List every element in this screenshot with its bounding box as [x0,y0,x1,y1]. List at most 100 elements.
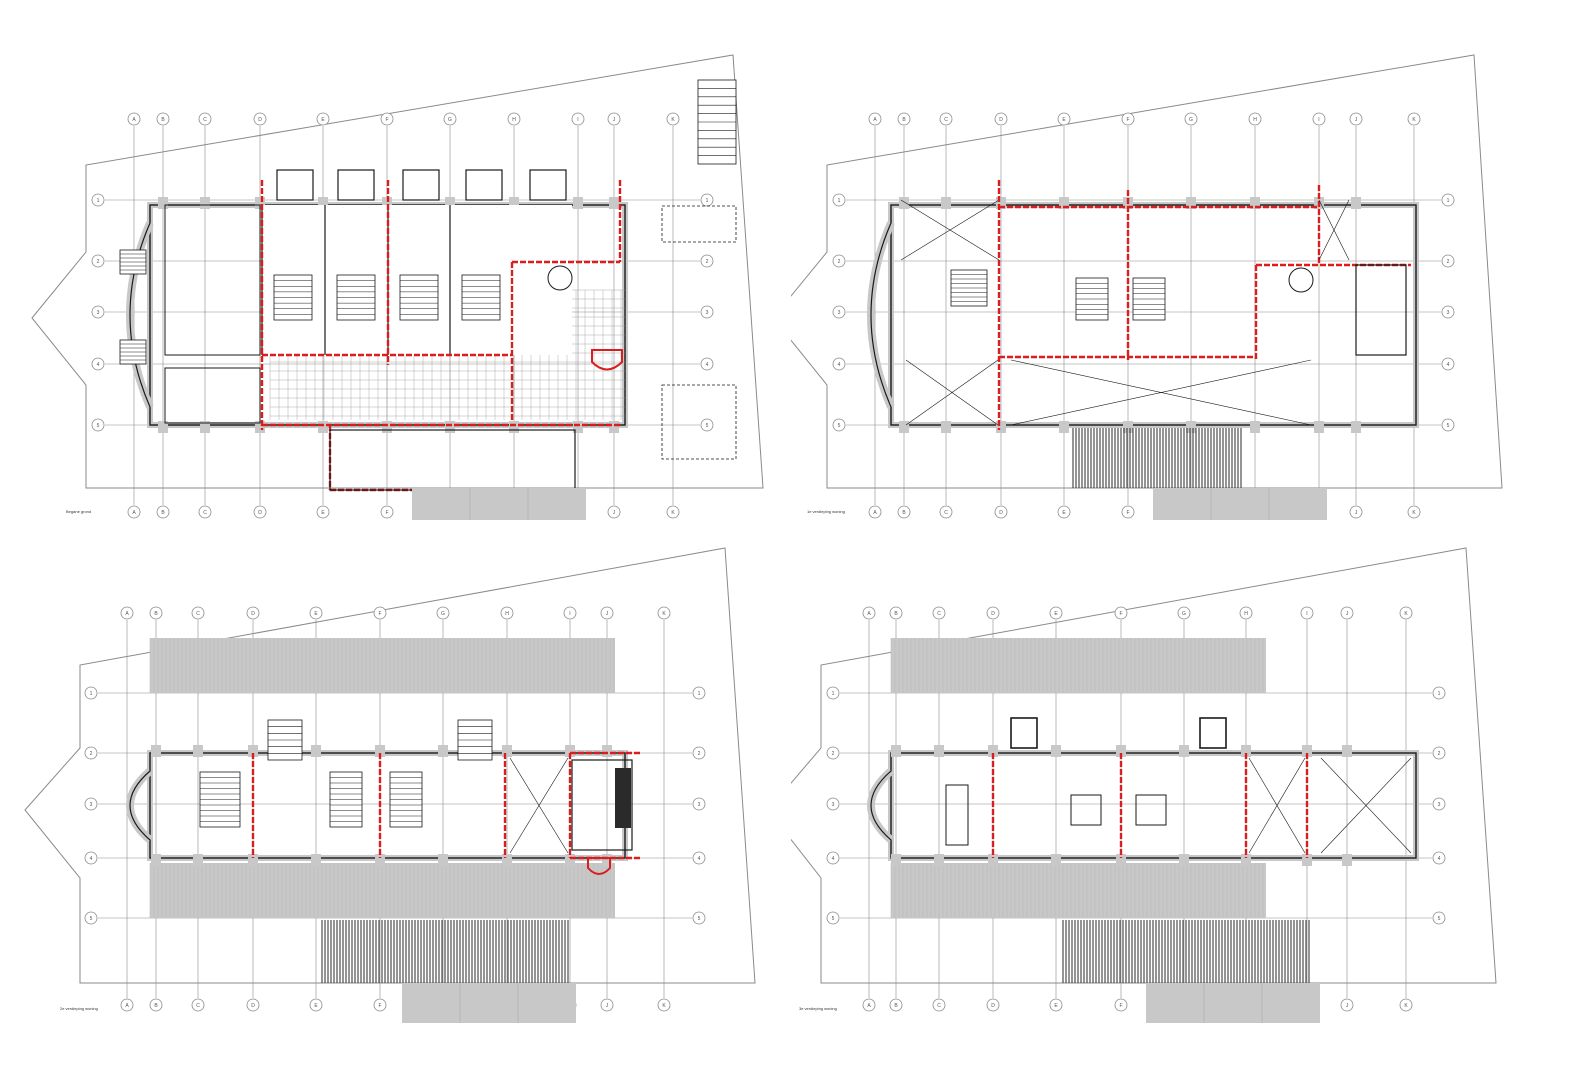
buttress [445,421,455,433]
grid-bubble [862,606,876,620]
wardrobe [945,784,969,846]
grid-label: B [161,117,165,123]
grid-label: 5 [838,423,841,429]
grid-label: A [867,1003,871,1009]
roof-band-bottom [150,863,615,918]
grid-bubble [862,998,876,1012]
buttress [382,421,392,433]
buttress [375,745,385,757]
grid-label: 3 [832,802,835,808]
grid-bubble [84,686,98,700]
grid-label: J [1355,117,1358,123]
grid-bubble [316,505,330,519]
grid-bubble [986,998,1000,1012]
grid-bubble [1340,998,1354,1012]
grid-label: 4 [1447,362,1450,368]
grid-bubble [832,357,846,371]
buttress [988,745,998,757]
buttress [891,854,901,866]
buttress [1351,421,1361,433]
grid-label: 4 [698,856,701,862]
outer-wall [890,752,1417,859]
buttress [248,745,258,757]
apse-line [129,770,151,841]
buttress [1241,854,1251,866]
buttress [573,421,583,433]
grid-bubble [198,505,212,519]
grid-bubble [657,998,671,1012]
grid-label: 5 [706,423,709,429]
grid-label: F [385,117,388,123]
grid-label: 2 [706,259,709,265]
grid-bubble [507,112,521,126]
grid-bubble [246,606,260,620]
buttress [1351,197,1361,209]
buttress [1186,421,1196,433]
buttress [255,197,265,209]
floor-plan-drawing: AABBCCDDEEFFGGHHIIJJKK1122334455 [791,547,1497,1023]
grid-bubble [700,418,714,432]
grid-bubble [1432,686,1446,700]
grid-label: 1 [838,198,841,204]
buttress [602,854,612,866]
floor-plan-drawing: AABBCCDDEEFFGGHHIIJJKK1122334455 [31,54,764,520]
room [164,367,261,424]
parking [661,384,737,460]
grid-label: D [991,611,995,617]
buttress [509,421,519,433]
grid-label: E [321,117,325,123]
annex [329,429,576,491]
grid-bubble [1399,606,1413,620]
buttress [1186,197,1196,209]
grid-bubble [666,505,680,519]
buttress [1051,854,1061,866]
void-cross [1248,757,1306,854]
buttress [609,421,619,433]
grid-bubble [826,686,840,700]
buttress [1250,421,1260,433]
buttress [311,854,321,866]
grid-label: A [132,510,136,516]
grid-bubble [120,606,134,620]
buttress [1342,745,1352,757]
grid-bubble [380,112,394,126]
balcony [402,169,440,201]
grid-label: 3 [706,310,709,316]
grid-label: 3 [90,802,93,808]
grid-label: K [662,611,666,617]
grid-bubble [191,998,205,1012]
grid-label: 4 [706,362,709,368]
grid-label: F [385,510,388,516]
grid-bubble [1432,851,1446,865]
grid-label: 5 [1447,423,1450,429]
grid-bubble [1184,112,1198,126]
buttress [200,197,210,209]
grid-bubble [897,505,911,519]
grid-label: B [902,510,906,516]
annex-block [402,983,576,1023]
grid-label: 4 [832,856,835,862]
plan-caption: 3e verdieping woning [799,1006,837,1011]
floor-plan-second: AABBCCDDEEFFGGHHIIJJKK1122334455 2e verd… [0,540,791,1080]
grid-label: H [505,611,509,617]
grid-bubble [380,505,394,519]
grid-bubble [246,998,260,1012]
grid-bubble [1349,505,1363,519]
grid-bubble [692,851,706,865]
grid-bubble [91,254,105,268]
grid-label: 1 [706,198,709,204]
porch [587,857,611,875]
grid-bubble [120,998,134,1012]
grid-label: A [873,117,877,123]
grid-label: K [1412,117,1416,123]
grid-bubble [1441,254,1455,268]
grid-label: 5 [1438,916,1441,922]
grid-label: 2 [90,751,93,757]
buttress [1123,421,1133,433]
grid-label: D [991,1003,995,1009]
grid-bubble [253,112,267,126]
buttress [318,421,328,433]
grid-label: G [441,611,445,617]
buttress [1302,745,1312,757]
grid-bubble [826,851,840,865]
